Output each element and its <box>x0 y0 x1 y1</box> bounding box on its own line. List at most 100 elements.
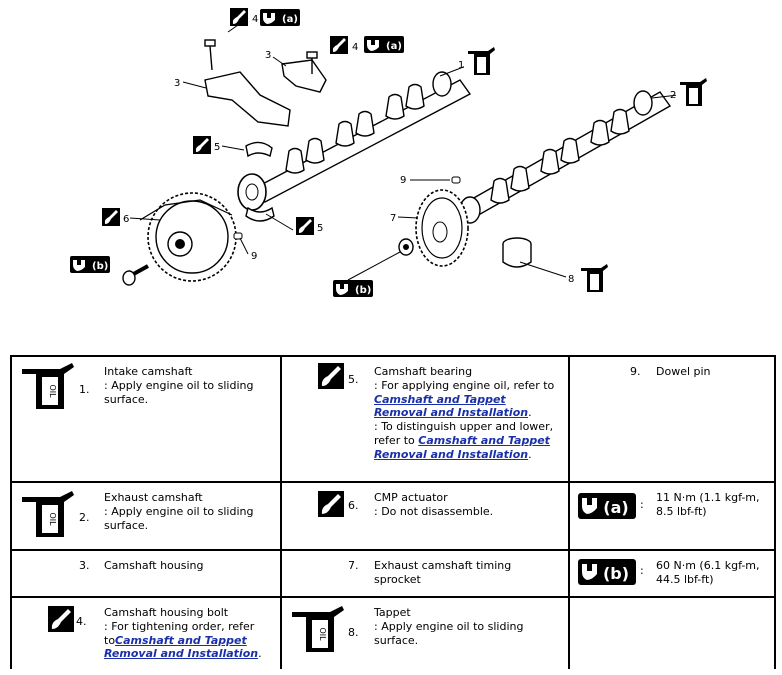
torque-wrench-icon: (a) <box>364 36 404 53</box>
part-name: Tappet <box>374 606 411 619</box>
camshaft-housing <box>204 59 327 127</box>
callout-3: 3 <box>265 50 271 61</box>
svg-text:(b): (b) <box>92 261 108 272</box>
part-note: : Apply engine oil to sliding surface. <box>104 378 254 406</box>
sprocket-bolt <box>398 238 414 256</box>
callout-9: 9 <box>400 175 406 186</box>
part-name: Dowel pin <box>656 365 711 378</box>
exhaust-timing-sprocket <box>415 189 469 267</box>
callout-6: 6 <box>123 214 129 225</box>
table-cell: 5. Camshaft bearing : For applying engin… <box>280 355 570 483</box>
callout-2: 2 <box>670 90 676 101</box>
torque-wrench-icon: (a) <box>578 493 636 519</box>
svg-text:(a): (a) <box>386 41 402 52</box>
part-name: Camshaft bearing <box>374 365 473 378</box>
table-cell: (b) : 60 N·m (6.1 kgf-m, 44.5 lbf-ft) <box>568 549 776 598</box>
torque-wrench-icon: (b) <box>333 280 373 297</box>
camshaft-removal-link[interactable]: Camshaft and Tappet Removal and Installa… <box>374 392 529 420</box>
callout-1: 1 <box>458 60 464 71</box>
item-number: 1. <box>79 383 90 396</box>
svg-text:OIL: OIL <box>48 384 57 398</box>
oil-can-icon <box>676 76 710 108</box>
oil-can-icon: OIL <box>22 363 74 409</box>
table-cell: 3. Camshaft housing <box>10 549 282 598</box>
callout-5: 5 <box>317 223 323 234</box>
tappet <box>502 237 532 268</box>
item-number: 3. <box>79 559 90 572</box>
oil-drop-icon <box>230 8 248 26</box>
torque-wrench-icon: (a) <box>260 9 300 26</box>
callout-9: 9 <box>251 251 257 262</box>
dowel-pin <box>233 176 461 240</box>
table-cell: (a) : 11 N·m (1.1 kgf-m, 8.5 lbf-ft) <box>568 481 776 551</box>
callout-3: 3 <box>174 78 180 89</box>
actuator-bolt <box>122 264 149 286</box>
oil-drop-icon <box>102 208 120 226</box>
torque-wrench-icon: (b) <box>70 256 110 273</box>
part-note: : To distinguish upper and lower, refer … <box>374 420 554 461</box>
oil-drop-icon <box>318 491 344 517</box>
table-row: OIL 1. Intake camshaft : Apply engine oi… <box>10 355 776 483</box>
item-number: 8. <box>348 626 359 639</box>
part-note: : For tightening order, refer toCamshaft… <box>104 619 262 661</box>
part-name: Camshaft housing <box>104 559 204 572</box>
part-note: : Do not disassemble. <box>374 504 494 518</box>
table-row: OIL 2. Exhaust camshaft : Apply engine o… <box>10 481 776 551</box>
camshaft-exploded-diagram: 1 2 3 3 4 4 5 5 6 7 8 9 9 (a) (a) (b) (b… <box>70 8 710 297</box>
item-number: 7. <box>348 559 359 572</box>
torque-spec: 60 N·m (6.1 kgf-m, <box>656 559 760 572</box>
oil-drop-icon <box>318 363 344 389</box>
svg-text:(a): (a) <box>282 14 298 25</box>
svg-text:OIL: OIL <box>318 627 327 641</box>
cmp-actuator <box>139 192 237 282</box>
callout-4: 4 <box>252 14 258 25</box>
oil-can-icon: OIL <box>292 606 344 652</box>
item-number: 5. <box>348 373 359 386</box>
svg-text:(b): (b) <box>355 285 371 296</box>
oil-can-icon <box>577 262 611 294</box>
oil-drop-icon <box>193 136 211 154</box>
oil-drop-icon <box>296 217 314 235</box>
torque-wrench-icon: (b) <box>578 559 636 585</box>
part-name: Camshaft housing bolt <box>104 606 229 619</box>
table-cell: OIL 8. Tappet : Apply engine oil to slid… <box>280 596 570 669</box>
torque-spec: 11 N·m (1.1 kgf-m, <box>656 491 760 504</box>
exhaust-camshaft <box>459 90 672 224</box>
table-cell: 6. CMP actuator : Do not disassemble. <box>280 481 570 551</box>
camshaft-removal-link[interactable]: Camshaft and Tappet Removal and Installa… <box>104 633 259 661</box>
torque-spec: 8.5 lbf-ft) <box>656 504 707 518</box>
oil-drop-icon <box>48 606 74 632</box>
callout-5: 5 <box>214 142 220 153</box>
table-row: 3. Camshaft housing 7. Exhaust camshaft … <box>10 549 776 598</box>
item-number: 4. <box>76 615 87 628</box>
part-name: Intake camshaft <box>104 365 193 378</box>
table-cell: OIL 2. Exhaust camshaft : Apply engine o… <box>10 481 282 551</box>
item-number: 6. <box>348 499 359 512</box>
part-name: CMP actuator <box>374 491 448 504</box>
parts-table: OIL 1. Intake camshaft : Apply engine oi… <box>10 355 776 669</box>
part-name: Exhaust camshaft <box>104 491 203 504</box>
item-number: 2. <box>79 511 90 524</box>
oil-can-icon <box>464 45 498 77</box>
intake-camshaft <box>237 71 472 211</box>
camshaft-bearing <box>245 141 275 222</box>
camshaft-removal-link[interactable]: Camshaft and Tappet Removal and Installa… <box>374 433 550 461</box>
part-note: : Apply engine oil to sliding surface. <box>374 619 524 647</box>
table-cell: 4. Camshaft housing bolt : For tightenin… <box>10 596 282 669</box>
camshaft-housing-bolt <box>204 39 318 74</box>
oil-drop-icon <box>330 36 348 54</box>
table-cell: 7. Exhaust camshaft timing sprocket <box>280 549 570 598</box>
table-cell: 9. Dowel pin <box>568 355 776 483</box>
part-note: : Apply engine oil to sliding surface. <box>104 504 254 532</box>
item-number: 9. <box>630 365 641 378</box>
part-name: Exhaust camshaft timing sprocket <box>374 559 512 586</box>
svg-text:OIL: OIL <box>48 512 57 526</box>
part-note: : For applying engine oil, refer to Cams… <box>374 378 555 420</box>
svg-text:(b): (b) <box>603 564 629 583</box>
oil-can-icon: OIL <box>22 491 74 537</box>
callout-7: 7 <box>390 213 396 224</box>
callout-8: 8 <box>568 274 574 285</box>
svg-text:(a): (a) <box>603 498 628 517</box>
callout-4: 4 <box>352 42 358 53</box>
table-cell: OIL 1. Intake camshaft : Apply engine oi… <box>10 355 282 483</box>
